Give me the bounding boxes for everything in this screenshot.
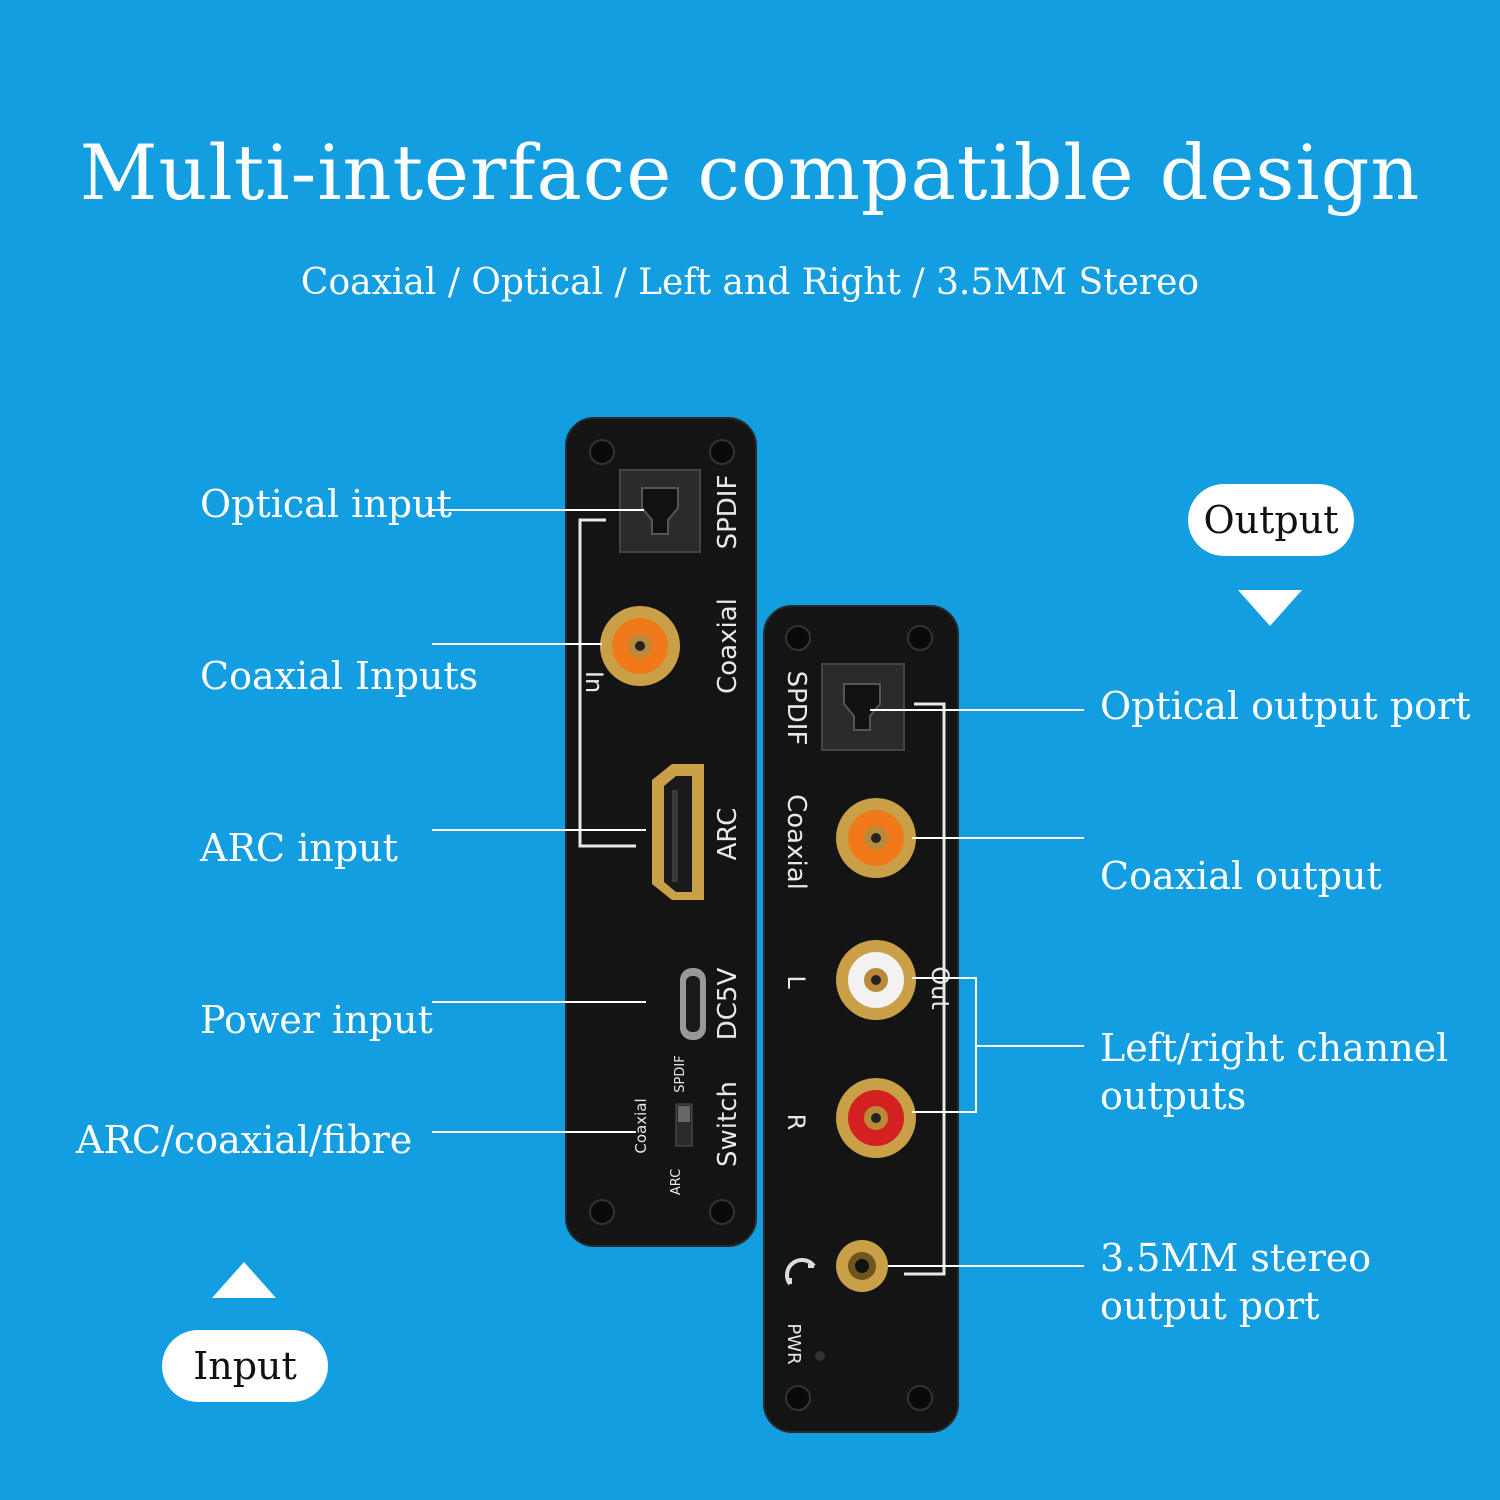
screw-icon: [589, 1199, 615, 1225]
stereo-jack-icon: [836, 1240, 888, 1292]
out-spdif-label: SPDIF: [781, 671, 811, 746]
screw-icon: [785, 625, 811, 651]
dc5v-port-icon: [680, 968, 706, 1040]
out-label: Out: [926, 966, 954, 1010]
screw-icon: [907, 625, 933, 651]
in-switch-label: Switch: [713, 1081, 743, 1167]
page-subtitle: Coaxial / Optical / Left and Right / 3.5…: [300, 262, 1200, 303]
callout-coaxial-output: Coaxial output: [1100, 854, 1382, 898]
input-pill: Input: [162, 1330, 328, 1402]
out-l-label: L: [782, 975, 810, 989]
input-device: SPDIF Coaxial In ARC DC5V Switch Coaxial…: [565, 417, 757, 1247]
in-arc-label: ARC: [713, 808, 743, 861]
power-led-icon: [815, 1351, 825, 1361]
out-coaxial-label: Coaxial: [781, 794, 811, 890]
screw-icon: [785, 1385, 811, 1411]
input-arrow-up-icon: [212, 1262, 276, 1298]
callout-optical-output: Optical output port: [1100, 684, 1471, 728]
callout-optical-input: Optical input: [200, 482, 452, 526]
callout-lr-output-line1: Left/right channel: [1100, 1026, 1449, 1070]
source-switch-icon: [675, 1103, 693, 1147]
callout-coaxial-inputs: Coaxial Inputs: [200, 654, 479, 698]
callout-arc-input: ARC input: [200, 826, 398, 870]
output-leader-lines: [870, 709, 1084, 1267]
input-leader-lines: [430, 509, 646, 1133]
output-arrow-down-icon: [1238, 590, 1302, 626]
callout-power-input: Power input: [200, 998, 433, 1042]
coaxial-output-port-icon: [836, 798, 916, 878]
in-spdif-label: SPDIF: [713, 475, 743, 550]
in-dc5v-label: DC5V: [713, 968, 743, 1041]
switch-spdif-label: SPDIF: [673, 1055, 688, 1092]
hdmi-arc-port-icon: [652, 764, 704, 900]
switch-coaxial-label: Coaxial: [632, 1098, 650, 1153]
switch-arc-label: ARC: [669, 1169, 684, 1195]
callout-stereo-line2: output port: [1100, 1284, 1320, 1328]
output-pill: Output: [1188, 484, 1354, 556]
screw-icon: [709, 439, 735, 465]
output-device: SPDIF Coaxial L R Out PWR: [763, 605, 959, 1433]
in-label: In: [580, 671, 608, 693]
coaxial-input-port-icon: [600, 606, 680, 686]
headphone-icon: [785, 1258, 816, 1286]
screw-icon: [907, 1385, 933, 1411]
screw-icon: [589, 439, 615, 465]
callout-stereo-line1: 3.5MM stereo: [1100, 1236, 1372, 1280]
left-channel-port-icon: [836, 940, 916, 1020]
right-channel-port-icon: [836, 1078, 916, 1158]
callout-source-switch: ARC/coaxial/fibre: [76, 1118, 413, 1162]
out-pwr-label: PWR: [783, 1323, 804, 1364]
page-title: Multi-interface compatible design: [79, 128, 1421, 217]
callout-lr-output-line2: outputs: [1100, 1074, 1247, 1118]
screw-icon: [709, 1199, 735, 1225]
out-r-label: R: [782, 1114, 810, 1131]
in-coaxial-label: Coaxial: [713, 598, 743, 694]
